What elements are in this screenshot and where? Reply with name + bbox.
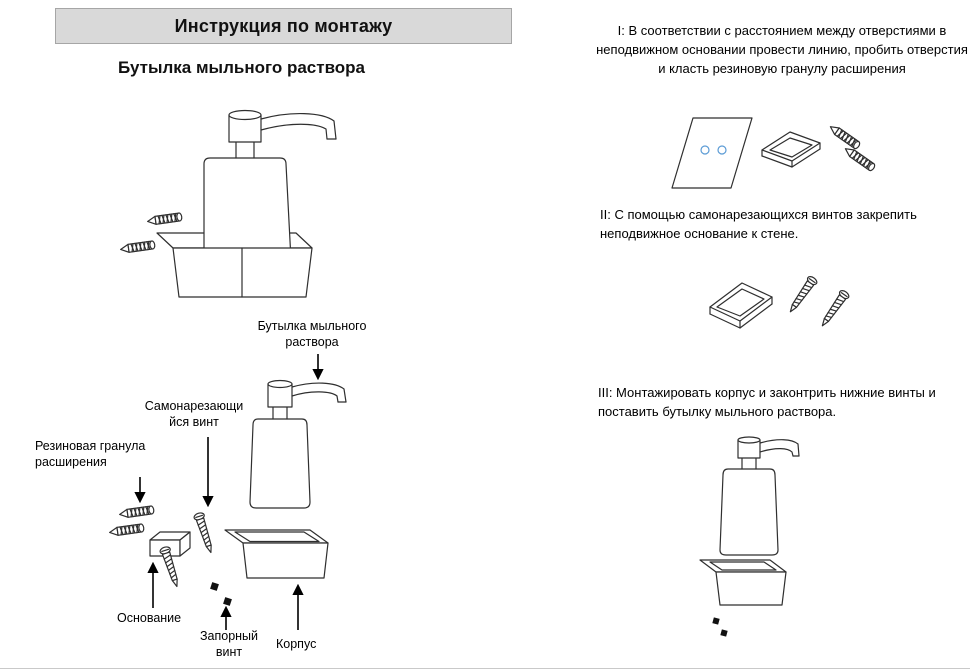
page-title: Инструкция по монтажу <box>174 15 393 36</box>
holder-exploded <box>224 529 329 579</box>
expansion-anchor-icon <box>146 212 183 227</box>
product-title: Бутылка мыльного раствора <box>118 58 366 77</box>
label-base: Основание <box>117 611 182 625</box>
label-lock-screw: Запорный винт <box>199 629 259 660</box>
step-1-illustration <box>671 117 877 189</box>
label-body: Корпус <box>276 637 317 651</box>
screw-icon <box>817 288 851 330</box>
step-3-text: III: Монтажировать корпус и законтрить н… <box>598 385 936 419</box>
drill-hole-icon <box>700 145 710 155</box>
exploded-drawing <box>108 354 347 630</box>
wall-plate <box>671 117 753 189</box>
bottle-drawing <box>203 109 337 261</box>
fixed-base-bracket <box>709 282 773 329</box>
page-title-bar: Инструкция по монтажу <box>55 8 512 44</box>
holder-drawing <box>172 247 313 298</box>
holder-step3 <box>699 559 787 606</box>
expansion-anchor-icon <box>118 505 155 520</box>
step-2-text: II: С помощью самонарезающихся винтов за… <box>600 207 917 241</box>
bottle-exploded <box>249 379 347 509</box>
annotation-arrows <box>134 354 324 630</box>
lock-screw-icon <box>210 582 232 606</box>
screw-icon <box>192 511 217 555</box>
assembly-drawing <box>119 109 337 298</box>
drill-hole-icon <box>717 145 727 155</box>
expansion-anchor-icon <box>119 240 156 255</box>
fixed-base-bracket <box>761 131 821 168</box>
label-rubber-granule: Резиновая гранула расширения <box>35 439 146 470</box>
step-1-text: I: В соответствии с расстоянием между от… <box>596 23 968 76</box>
bottle-step3 <box>719 436 800 556</box>
expansion-anchor-icon <box>108 523 145 538</box>
step-2-illustration <box>709 274 851 330</box>
screw-icon <box>785 274 819 316</box>
label-bottle: Бутылка мыльного раствора <box>257 319 367 350</box>
expansion-anchor-icon <box>827 122 862 151</box>
label-self-tapping-screw: Самонарезающи йся винт <box>144 399 244 430</box>
step-3-illustration <box>699 436 800 637</box>
expansion-anchor-icon <box>842 144 877 173</box>
lock-screw-icon <box>712 617 728 637</box>
